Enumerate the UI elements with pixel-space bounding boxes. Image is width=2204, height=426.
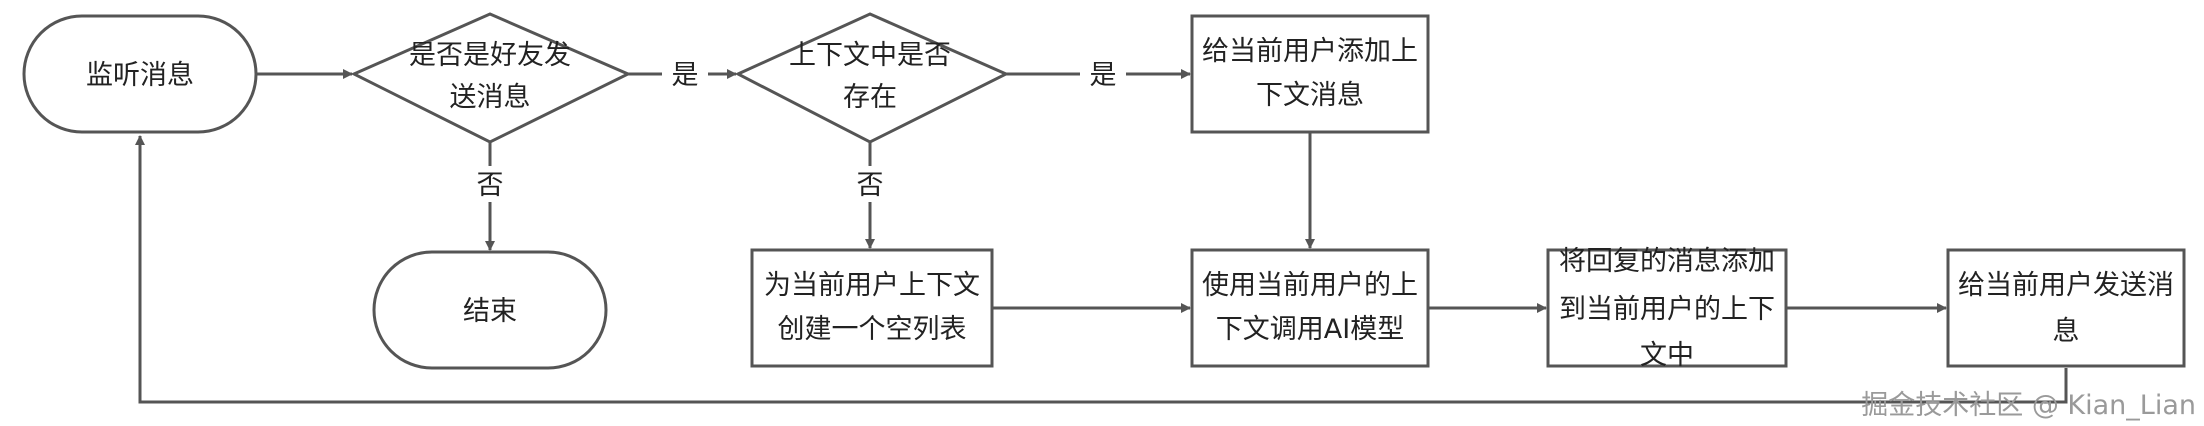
- node-add-ctx: [1190, 14, 1430, 134]
- label-is-friend-2: 送消息: [450, 82, 531, 113]
- edge-loop-back: [135, 135, 2068, 404]
- edge-label-yes-2: 是: [1090, 60, 1117, 91]
- node-ctx-exists: [734, 12, 1010, 144]
- node-listen: [22, 14, 258, 134]
- node-is-friend: [350, 12, 632, 144]
- label-listen: 监听消息: [86, 60, 194, 91]
- label-append-reply-2: 到当前用户的上下: [1559, 294, 1775, 325]
- node-send-msg: [1946, 248, 2186, 368]
- edge-label-no-1: 否: [477, 170, 504, 201]
- label-append-reply-3: 文中: [1640, 340, 1694, 371]
- label-is-friend-1: 是否是好友发: [409, 40, 571, 71]
- label-send-msg-2: 息: [2053, 316, 2080, 347]
- label-call-ai-1: 使用当前用户的上: [1202, 270, 1418, 301]
- label-send-msg-1: 给当前用户发送消: [1958, 270, 2174, 301]
- node-create-list: [750, 248, 994, 368]
- label-end: 结束: [463, 296, 517, 327]
- label-call-ai-2: 下文调用AI模型: [1216, 314, 1404, 345]
- label-add-ctx-1: 给当前用户添加上: [1202, 36, 1418, 67]
- watermark: 掘金技术社区 @ Kian_Lian: [1861, 390, 2196, 421]
- label-append-reply-1: 将回复的消息添加: [1559, 246, 1775, 277]
- label-create-list-1: 为当前用户上下文: [764, 270, 980, 301]
- node-append-reply: [1546, 248, 1788, 368]
- label-ctx-exists-1: 上下文中是否: [789, 40, 951, 71]
- edge-label-no-2: 否: [857, 170, 884, 201]
- edge-label-yes-1: 是: [672, 60, 699, 91]
- label-add-ctx-2: 下文消息: [1256, 80, 1364, 111]
- label-create-list-2: 创建一个空列表: [778, 314, 967, 345]
- node-call-ai: [1190, 248, 1430, 368]
- label-ctx-exists-2: 存在: [843, 82, 897, 113]
- node-end: [372, 250, 608, 370]
